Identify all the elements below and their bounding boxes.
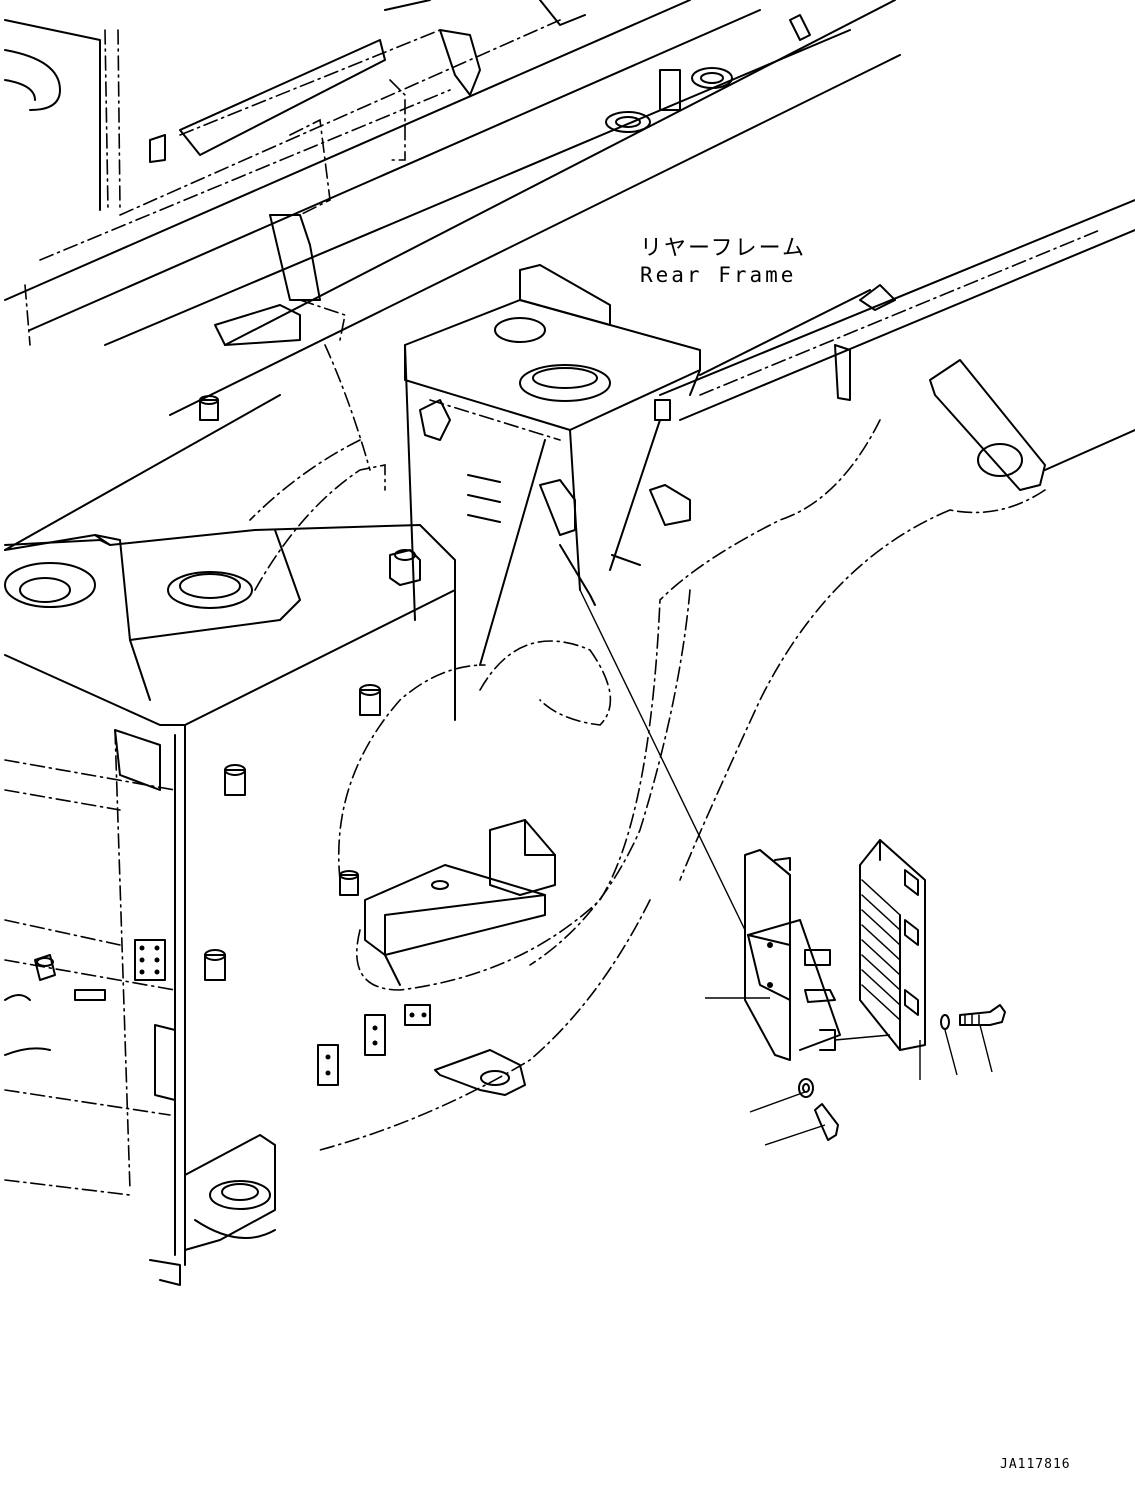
center-tower bbox=[404, 264, 701, 666]
hidden-frame-loop bbox=[249, 344, 691, 991]
right-frame-beam bbox=[319, 199, 1135, 1151]
hardware-bolts-washers bbox=[798, 1004, 1006, 1141]
controller-mounting-bracket bbox=[744, 849, 841, 1061]
rear-frame-label-jp: リヤーフレーム bbox=[640, 236, 806, 261]
upper-frame-beams bbox=[4, 0, 901, 551]
rear-frame-label-en: Rear Frame bbox=[640, 263, 796, 287]
drawing-code: JA117816 bbox=[1000, 1457, 1071, 1472]
bottom-bracket bbox=[339, 819, 556, 986]
leader-lines bbox=[579, 589, 993, 1146]
controller-unit bbox=[859, 839, 926, 1051]
left-box-frame bbox=[4, 395, 526, 1286]
